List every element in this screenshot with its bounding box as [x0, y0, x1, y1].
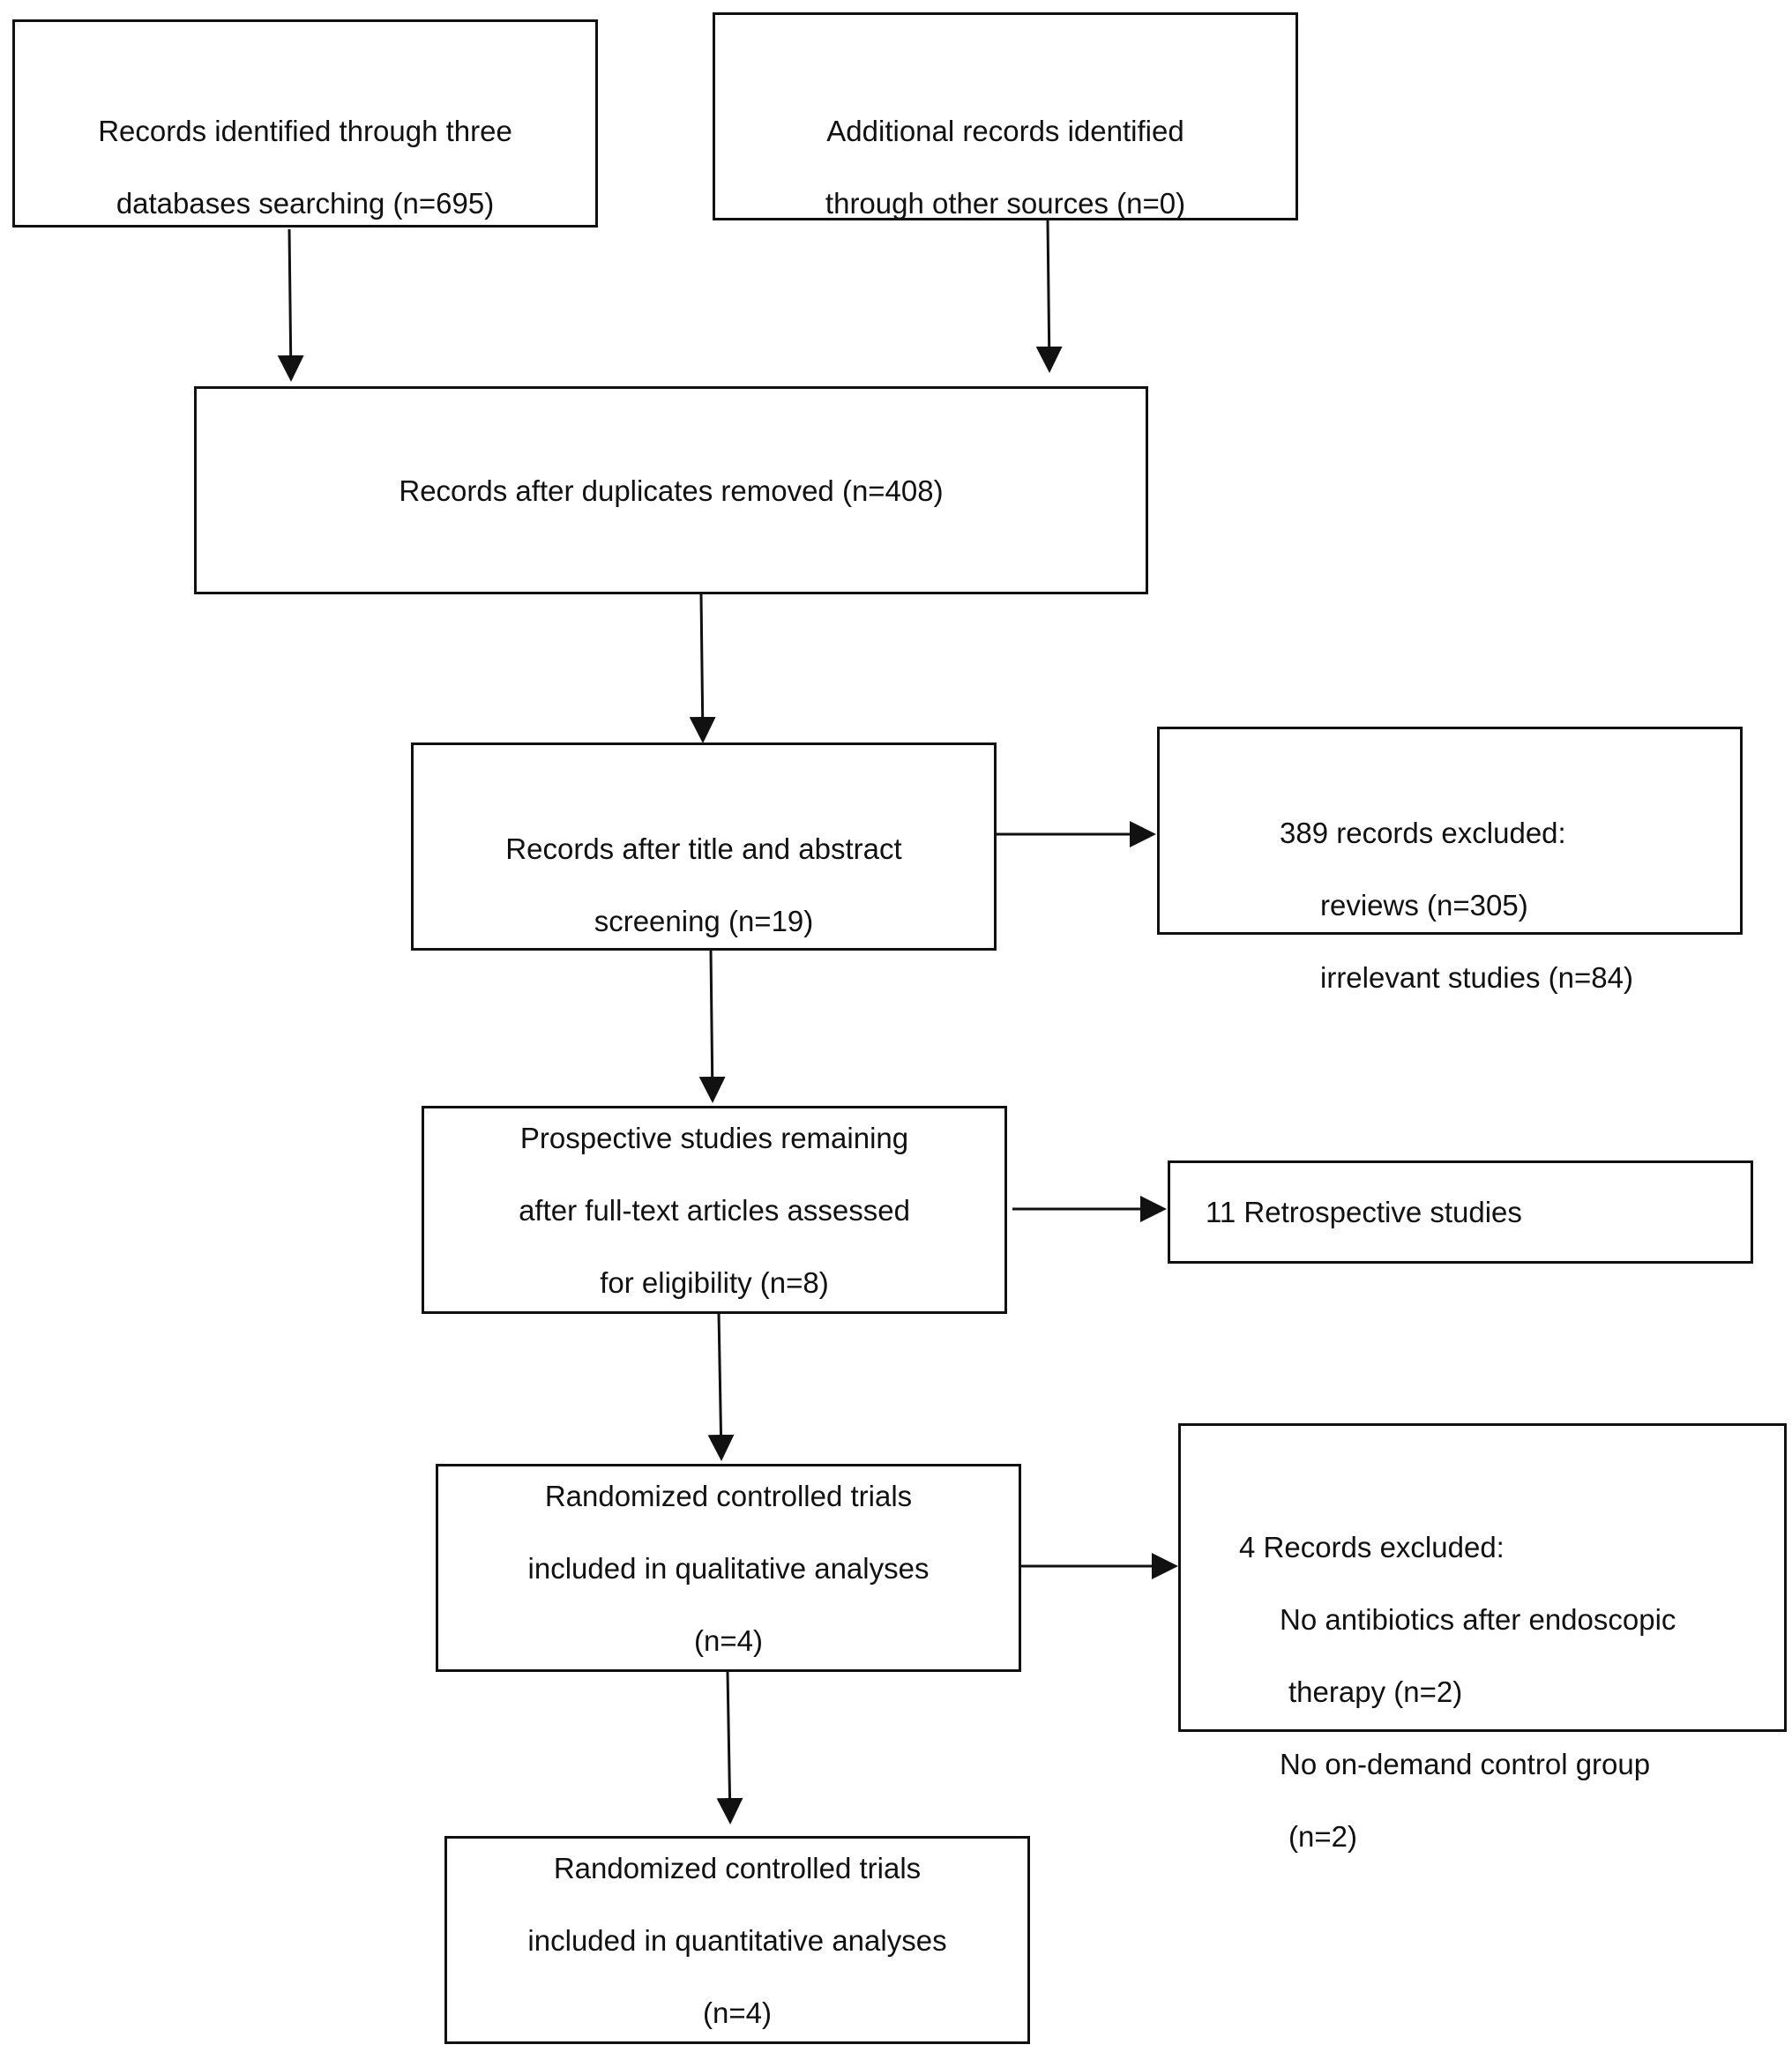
- text-line: Records after duplicates removed (n=408): [399, 474, 944, 507]
- exclusion-item: therapy (n=2): [1288, 1675, 1463, 1708]
- text-line: Randomized controlled trials: [544, 1479, 913, 1512]
- text-line: Randomized controlled trials: [553, 1851, 922, 1884]
- text-line: Records identified through three: [98, 115, 512, 147]
- box-rct-quantitative-text: Randomized controlled trials included in…: [527, 1814, 946, 2067]
- exclusion-heading: 389 records excluded:: [1280, 817, 1566, 849]
- text-line: included in quantitative analyses: [527, 1923, 947, 1957]
- text-line: (n=4): [694, 1623, 763, 1657]
- box-title-abstract-screening: Records after title and abstract screeni…: [411, 742, 997, 951]
- box-duplicates-removed-text: Records after duplicates removed (n=408): [399, 437, 943, 545]
- box-duplicates-removed: Records after duplicates removed (n=408): [194, 386, 1148, 594]
- box-rct-qualitative-text: Randomized controlled trials included in…: [528, 1442, 930, 1695]
- box-rct-qualitative: Randomized controlled trials included in…: [436, 1464, 1021, 1672]
- exclusion-item: No antibiotics after endoscopic: [1280, 1603, 1676, 1636]
- box-excluded-389: 389 records excluded: reviews (n=305) ir…: [1157, 727, 1743, 994]
- arrow-duplicates-to-title-abstract: [689, 593, 716, 743]
- box-retrospective-studies-text: 11 Retrospective studies: [1170, 1158, 1522, 1266]
- arrow-title-abstract-to-prospective: [698, 949, 726, 1103]
- text-line: databases searching (n=695): [116, 187, 495, 220]
- text-line: for eligibility (n=8): [600, 1265, 829, 1299]
- box-title-abstract-screening-text: Records after title and abstract screeni…: [505, 795, 901, 975]
- box-excluded-389-text: 389 records excluded: reviews (n=305) ir…: [1160, 779, 1633, 1032]
- text-line: 11 Retrospective studies: [1206, 1196, 1522, 1228]
- arrow-additional-to-duplicates: [1035, 220, 1063, 373]
- text-line: screening (n=19): [594, 905, 814, 937]
- box-prospective-studies: Prospective studies remaining after full…: [422, 1106, 1007, 1314]
- text-line: Records after title and abstract: [505, 832, 902, 865]
- text-line: after full-text articles assessed: [519, 1193, 910, 1227]
- exclusion-item: reviews (n=305): [1320, 889, 1528, 922]
- box-excluded-4: 4 Records excluded: No antibiotics after…: [1178, 1423, 1787, 1853]
- box-rct-quantitative: Randomized controlled trials included in…: [444, 1836, 1030, 2044]
- box-retrospective-studies: 11 Retrospective studies: [1168, 1160, 1753, 1264]
- arrow-identified-to-duplicates: [277, 228, 304, 382]
- box-records-identified-text: Records identified through three databas…: [98, 77, 512, 257]
- box-records-identified: Records identified through three databas…: [12, 19, 598, 228]
- text-line: included in qualitative analyses: [527, 1551, 930, 1585]
- box-excluded-4-text: 4 Records excluded: No antibiotics after…: [1181, 1493, 1676, 1891]
- box-additional-records: Additional records identified through ot…: [713, 12, 1298, 220]
- exclusion-item: (n=2): [1288, 1820, 1357, 1853]
- box-additional-records-text: Additional records identified through ot…: [825, 77, 1185, 257]
- text-line: Additional records identified: [826, 115, 1184, 147]
- arrow-rct-qualitative-to-quantitative: [716, 1670, 743, 1824]
- exclusion-item: No on-demand control group: [1280, 1748, 1651, 1780]
- text-line: (n=4): [703, 1996, 772, 2029]
- exclusion-item: irrelevant studies (n=84): [1320, 961, 1633, 994]
- exclusion-heading: 4 Records excluded:: [1239, 1531, 1505, 1563]
- box-prospective-studies-text: Prospective studies remaining after full…: [519, 1084, 910, 1337]
- text-line: through other sources (n=0): [825, 187, 1186, 220]
- text-line: Prospective studies remaining: [519, 1121, 909, 1154]
- arrow-prospective-to-rct-qualitative: [707, 1311, 735, 1461]
